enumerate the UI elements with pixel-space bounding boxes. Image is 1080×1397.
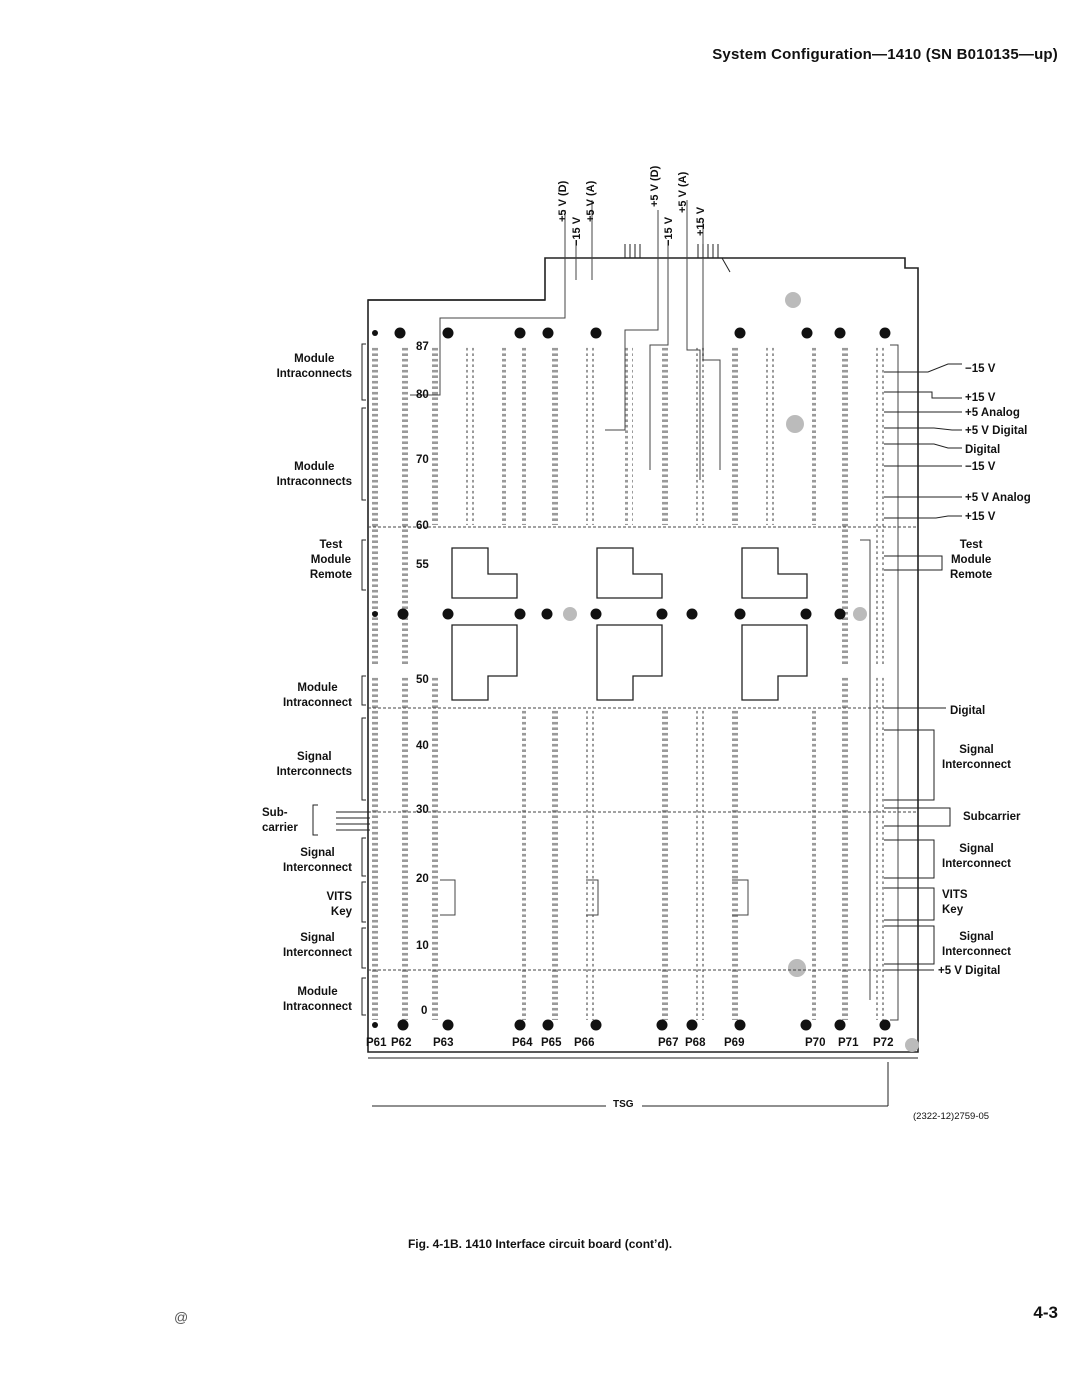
- left-label-module-intraconnect-1: Module Intraconnect: [282, 682, 352, 709]
- supply-label-3: +5 V (A): [585, 180, 597, 222]
- connector-p66: P66: [574, 1037, 595, 1049]
- pin-columns: [372, 345, 884, 1020]
- module-cutouts: [451, 547, 808, 701]
- footer-mark: @: [174, 1309, 189, 1325]
- right-label-plus5-analog: +5 Analog: [965, 407, 1020, 419]
- row-number-30: 30: [416, 804, 429, 816]
- mounting-holes: [372, 327, 891, 1031]
- right-label-minus15v-2: −15 V: [965, 461, 996, 473]
- left-label-signal-interconnect-1: Signal Interconnect: [282, 847, 352, 874]
- row-number-50: 50: [416, 674, 429, 686]
- part-number: (2322-12)2759-05: [913, 1111, 990, 1122]
- connector-p63: P63: [433, 1037, 454, 1049]
- right-label-plus15v-2: +15 V: [965, 511, 996, 523]
- row-number-0: 0: [421, 1005, 428, 1017]
- supply-label-7: +15 V: [695, 206, 707, 236]
- tsg-label: TSG: [613, 1099, 634, 1110]
- right-label-signal-interconnect-2: Signal Interconnect: [942, 843, 1012, 870]
- right-label-minus15v-1: −15 V: [965, 363, 996, 375]
- supply-label-5: −15 V: [663, 216, 675, 246]
- row-number-55: 55: [416, 559, 429, 571]
- right-label-plus5v-digital-2: +5 V Digital: [938, 965, 1001, 977]
- row-number-70: 70: [416, 454, 429, 466]
- test-points: [563, 292, 919, 1052]
- connector-p68: P68: [685, 1037, 706, 1049]
- right-label-vits-key: VITS Key: [942, 889, 968, 916]
- traces: [368, 200, 918, 1021]
- page-header: System Configuration—1410 (SN B010135—up…: [712, 46, 1058, 63]
- right-label-digital-1: Digital: [965, 444, 1001, 456]
- figure-caption: Fig. 4-1B. 1410 Interface circuit board …: [407, 1237, 673, 1251]
- connector-p61: P61: [366, 1037, 387, 1049]
- row-number-80: 80: [416, 389, 429, 401]
- tsg-bracket: [372, 1062, 889, 1107]
- row-number-20: 20: [416, 873, 429, 885]
- page-number: 4-3: [1033, 1303, 1058, 1322]
- left-label-module-intraconnect-2: Module Intraconnect: [282, 986, 352, 1013]
- left-brackets: [312, 343, 370, 1016]
- right-label-plus5v-analog: +5 V Analog: [965, 492, 1031, 504]
- supply-label-4: +5 V (D): [649, 165, 661, 207]
- row-number-60: 60: [416, 520, 429, 532]
- left-label-module-intraconnects-1: Module Intraconnects: [276, 353, 352, 380]
- board-outline: [367, 257, 919, 1059]
- connector-p71: P71: [838, 1037, 859, 1049]
- row-number-87: 87: [416, 341, 429, 353]
- connector-p67: P67: [658, 1037, 679, 1049]
- top-wire-stubs: [624, 244, 731, 273]
- right-leader-lines: [884, 363, 962, 971]
- connector-p62: P62: [391, 1037, 412, 1049]
- connector-p64: P64: [512, 1037, 533, 1049]
- right-label-signal-interconnect-3: Signal Interconnect: [942, 931, 1012, 958]
- right-label-signal-interconnect-1: Signal Interconnect: [942, 744, 1012, 771]
- right-label-subcarrier: Subcarrier: [963, 811, 1021, 823]
- row-number-10: 10: [416, 940, 429, 952]
- connector-p70: P70: [805, 1037, 826, 1049]
- connector-p65: P65: [541, 1037, 562, 1049]
- connector-p72: P72: [873, 1037, 894, 1049]
- right-label-plus15v-1: +15 V: [965, 392, 996, 404]
- row-number-40: 40: [416, 740, 429, 752]
- supply-label-6: +5 V (A): [677, 171, 689, 213]
- connector-p69: P69: [724, 1037, 745, 1049]
- supply-label-1: +5 V (D): [557, 180, 569, 222]
- left-label-subcarrier: Sub- carrier: [262, 807, 298, 834]
- right-label-digital-2: Digital: [950, 705, 986, 717]
- left-label-vits-key: VITS Key: [326, 891, 352, 918]
- left-label-module-intraconnects-2: Module Intraconnects: [276, 461, 352, 488]
- left-label-signal-interconnect-2: Signal Interconnect: [282, 932, 352, 959]
- right-label-plus5v-digital-1: +5 V Digital: [965, 425, 1028, 437]
- left-label-signal-interconnects: Signal Interconnects: [276, 751, 352, 778]
- right-label-test-module-remote: Test Module Remote: [950, 539, 993, 581]
- left-label-test-module-remote: Test Module Remote: [309, 539, 352, 581]
- supply-label-2: −15 V: [571, 216, 583, 246]
